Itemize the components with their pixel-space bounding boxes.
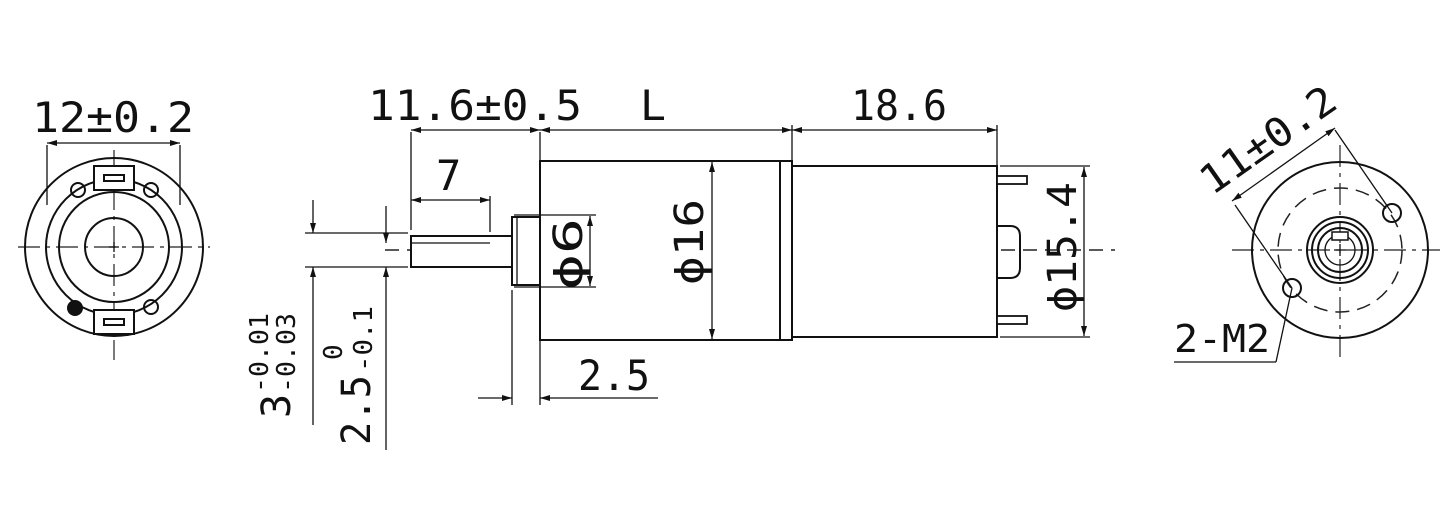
- boss-height-label: 2.5: [578, 351, 650, 400]
- left-hub-circle: [84, 217, 144, 277]
- hole-pitch-circle: [1277, 187, 1403, 313]
- mount-hole-1: [1382, 203, 1402, 223]
- left-hole-tl: [70, 182, 86, 198]
- right-end-view: 11±0.2 2-M2: [1174, 77, 1440, 363]
- gearbox-length-label: L: [640, 81, 666, 130]
- flat-lower-tol: -0.1: [349, 306, 379, 372]
- gearbox-boss: [511, 216, 541, 286]
- motor-diameter-label: ϕ15.4: [1040, 182, 1086, 312]
- left-hole-tr: [143, 182, 159, 198]
- right-outer-circle: [1251, 161, 1429, 339]
- flat-upper-tol: 0: [319, 344, 349, 360]
- left-hole-br: [143, 299, 159, 315]
- left-inner-circle: [58, 191, 170, 303]
- shaft-dia-upper-tol: -0.01: [245, 313, 275, 393]
- side-view: 11.6±0.5 L 18.6 7 ϕ6 ϕ16 ϕ15.4 2.5 3 -0.…: [245, 81, 1115, 450]
- mount-holes-label: 2-M2: [1174, 317, 1270, 361]
- shaft-length-label: 11.6±0.5: [368, 81, 582, 130]
- left-end-view: 12±0.2: [18, 93, 210, 360]
- front-width-label: 12±0.2: [32, 93, 194, 142]
- flat-length-label: 7: [436, 151, 461, 200]
- right-hub-inner: [1317, 227, 1363, 273]
- gearbox-diameter-label: ϕ16: [667, 199, 713, 285]
- shaft-dia-lower-tol: -0.03: [272, 313, 302, 393]
- right-hub-ring: [1311, 221, 1369, 279]
- right-hub-outer: [1306, 216, 1374, 284]
- terminal-top: [996, 175, 1028, 185]
- output-shaft: [410, 235, 514, 268]
- motor-body: [791, 165, 998, 338]
- flat-base: 2.5: [334, 375, 380, 445]
- rear-bearing: [997, 225, 1021, 279]
- mount-hole-2: [1282, 278, 1302, 298]
- terminal-bottom: [996, 315, 1028, 325]
- motor-length-label: 18.6: [851, 81, 947, 130]
- boss-diameter-label: ϕ6: [546, 218, 592, 290]
- hole-spacing-label: 11±0.2: [1191, 77, 1345, 204]
- polarity-dot: [67, 300, 83, 316]
- shaft-dia-base: 3: [254, 394, 300, 418]
- left-outer-circle: [24, 157, 204, 337]
